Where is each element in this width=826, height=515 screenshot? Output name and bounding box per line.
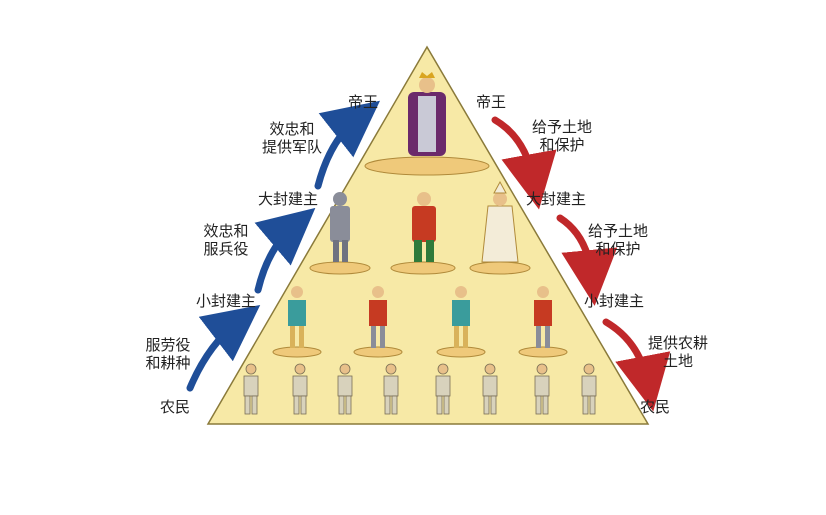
left-action-labor-line1: 服劳役 bbox=[145, 336, 191, 354]
emperor-platform bbox=[364, 156, 490, 176]
left-action-military-service-line2: 服兵役 bbox=[203, 240, 249, 258]
left-level-great-lord: 大封建主 bbox=[258, 190, 319, 208]
lesser-lords-platforms bbox=[272, 346, 568, 358]
up-arrow-3 bbox=[314, 100, 381, 190]
left-action-provide-troops: 效忠和 提供军队 bbox=[254, 120, 330, 156]
up-arrow-2 bbox=[254, 207, 316, 294]
right-action-grant-land-2-line2: 和保护 bbox=[595, 240, 641, 258]
great-lord-figure-noble bbox=[412, 192, 436, 262]
lesser-lords-figures bbox=[288, 286, 552, 348]
right-action-farmland: 提供农耕 土地 bbox=[640, 334, 716, 370]
left-level-peasants: 农民 bbox=[160, 398, 191, 416]
right-action-grant-land-2-line1: 给予土地 bbox=[587, 222, 648, 240]
left-level-emperor: 帝王 bbox=[348, 93, 379, 111]
left-action-labor: 服劳役 和耕种 bbox=[138, 336, 198, 372]
peasant-figures bbox=[243, 363, 597, 415]
right-action-farmland-line2: 土地 bbox=[662, 352, 693, 370]
right-level-peasants: 农民 bbox=[640, 398, 671, 416]
right-action-farmland-line1: 提供农耕 bbox=[647, 334, 708, 352]
down-arrow-2 bbox=[556, 214, 618, 306]
great-lords-platforms bbox=[309, 261, 531, 275]
left-action-military-service-line1: 效忠和 bbox=[203, 222, 249, 240]
left-action-military-service: 效忠和 服兵役 bbox=[196, 222, 256, 258]
down-arrow-1 bbox=[491, 116, 557, 210]
right-level-great-lord: 大封建主 bbox=[526, 190, 587, 208]
left-action-provide-troops-line1: 效忠和 bbox=[269, 120, 315, 138]
right-level-emperor: 帝王 bbox=[476, 93, 507, 111]
great-lord-figure-knight bbox=[330, 192, 350, 262]
right-action-grant-land-1-line2: 和保护 bbox=[539, 136, 585, 154]
right-level-lesser-lord: 小封建主 bbox=[584, 292, 645, 310]
emperor-figure bbox=[408, 72, 446, 156]
right-action-grant-land-1: 给予土地 和保护 bbox=[524, 118, 600, 154]
left-level-lesser-lord: 小封建主 bbox=[196, 292, 257, 310]
right-action-grant-land-2: 给予土地 和保护 bbox=[580, 222, 656, 258]
up-arrow-1 bbox=[186, 304, 261, 392]
down-arrow-3 bbox=[602, 318, 671, 412]
right-action-grant-land-1-line1: 给予土地 bbox=[531, 118, 592, 136]
left-action-provide-troops-line2: 提供军队 bbox=[261, 138, 322, 156]
left-action-labor-line2: 和耕种 bbox=[145, 354, 191, 372]
